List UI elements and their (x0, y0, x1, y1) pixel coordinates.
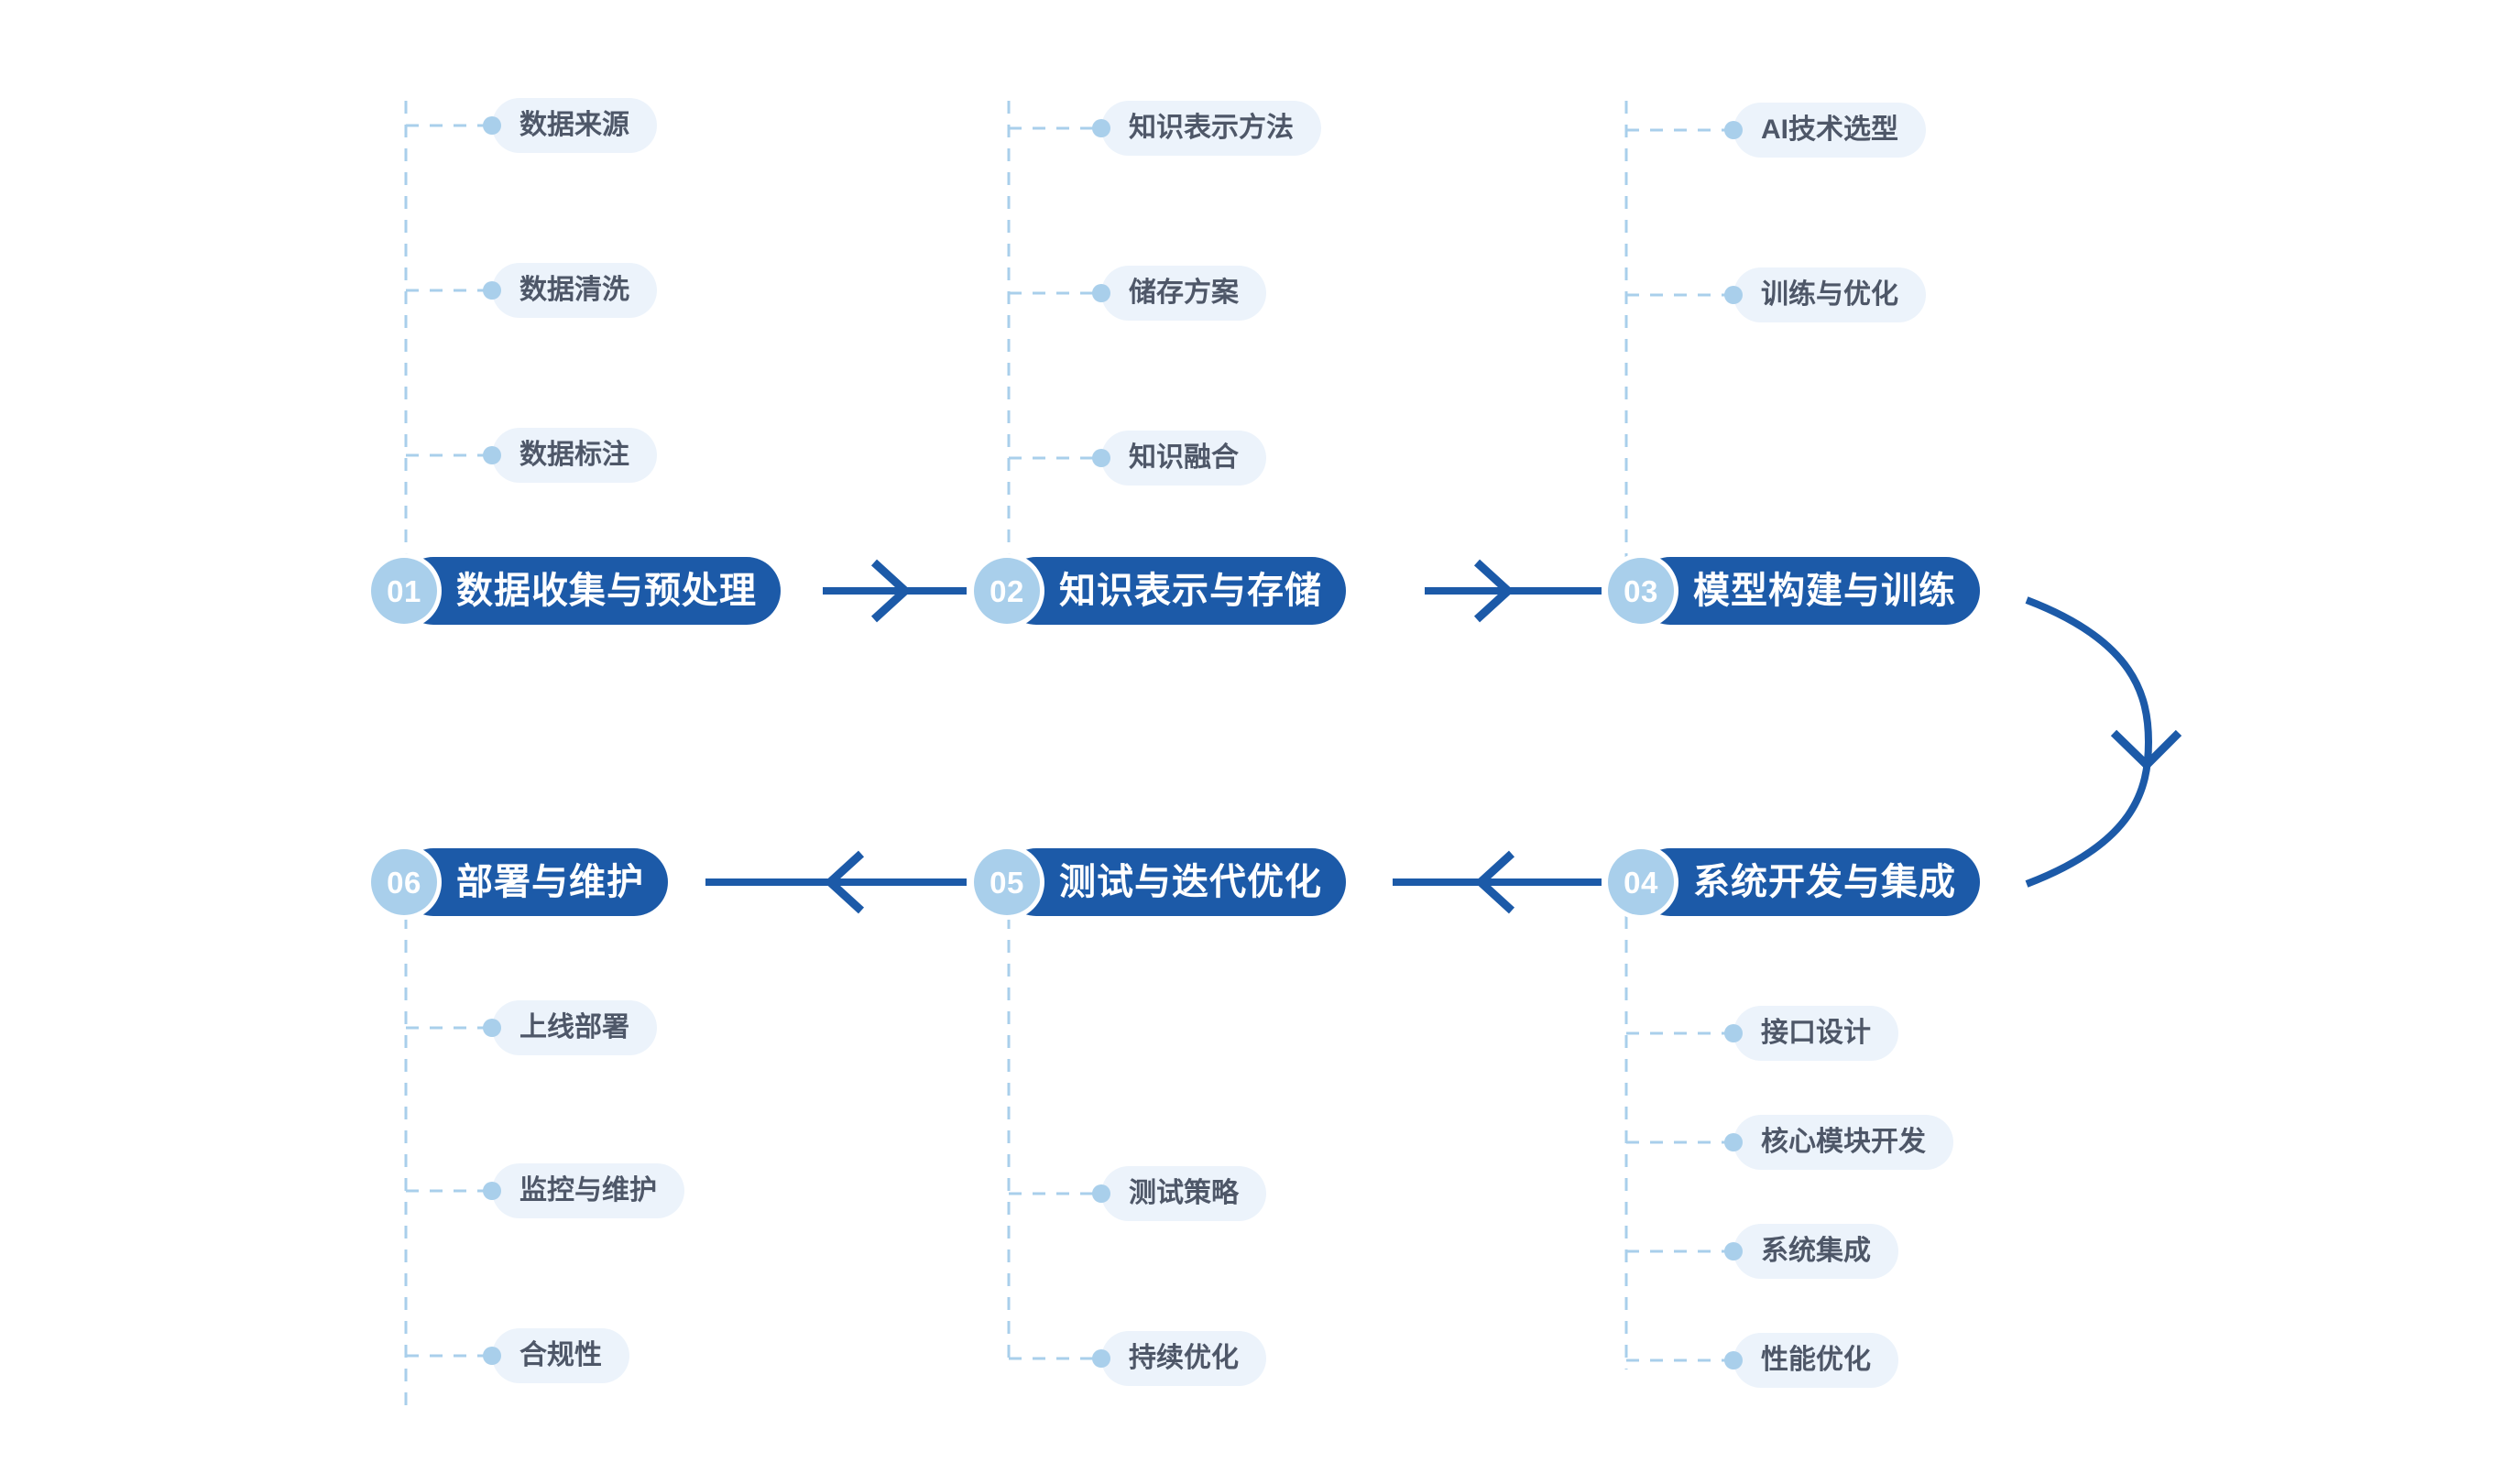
stage-label: 测试与迭代优化 (1059, 862, 1322, 902)
flow-connector-05-06 (705, 850, 967, 914)
stage-number-badge: 03 (1608, 558, 1674, 624)
sub-node-label: 测试策略 (1129, 1178, 1239, 1208)
sub-node-dot (1724, 286, 1743, 304)
sub-node-dot (1724, 1242, 1743, 1260)
sub-node-dot (483, 1019, 501, 1037)
stage-number: 06 (387, 865, 421, 900)
stage-number: 05 (990, 865, 1024, 900)
sub-node-knowledge-fusion[interactable]: 知识融合 (1101, 431, 1266, 486)
sub-node-go-live-deployment[interactable]: 上线部署 (492, 1000, 657, 1055)
sub-node-core-module-development[interactable]: 核心模块开发 (1733, 1115, 1953, 1170)
sub-node-performance-optimization[interactable]: 性能优化 (1733, 1333, 1898, 1388)
sub-node-label: 数据来源 (519, 110, 629, 140)
sub-node-label: 监控与维护 (519, 1175, 657, 1206)
sub-node-label: 数据标注 (519, 440, 629, 470)
sub-node-dot (1092, 119, 1110, 137)
sub-node-dot (483, 1182, 501, 1200)
stage-number: 03 (1624, 573, 1658, 608)
sub-node-dot (1724, 1351, 1743, 1369)
stage-pill[interactable]: 测试与迭代优化 (1002, 848, 1346, 916)
sub-node-label: 性能优化 (1761, 1345, 1871, 1375)
stage-pill[interactable]: 模型构建与训练 (1636, 557, 1980, 625)
arrowhead-04-05 (1474, 850, 1515, 914)
stage-label: 知识表示与存储 (1059, 571, 1322, 611)
arrowhead-01-02 (870, 559, 912, 623)
stage-label: 数据收集与预处理 (456, 571, 757, 611)
sub-node-label: 知识表示方法 (1129, 113, 1294, 143)
flow-connector-04-05 (1393, 850, 1602, 914)
sub-node-data-labeling[interactable]: 数据标注 (492, 428, 657, 483)
dashed-tree-col2-bottom (1007, 916, 1095, 1365)
stage-pill[interactable]: 系统开发与集成 (1636, 848, 1980, 916)
stage-number-badge: 04 (1608, 849, 1674, 915)
sub-node-label: 持续优化 (1129, 1343, 1239, 1373)
sub-node-dot (483, 281, 501, 300)
stage-pill[interactable]: 数据收集与预处理 (399, 557, 781, 625)
sub-node-label: 训练与优化 (1761, 279, 1898, 310)
sub-node-continuous-optimization[interactable]: 持续优化 (1101, 1331, 1266, 1386)
stage-number-badge: 01 (371, 558, 437, 624)
dashed-tree-col3-top (1624, 101, 1727, 568)
stage-number: 04 (1624, 865, 1658, 900)
sub-node-label: 核心模块开发 (1761, 1127, 1926, 1157)
stage-pill[interactable]: 部署与维护 (399, 848, 668, 916)
sub-node-label: 上线部署 (519, 1012, 629, 1042)
stage-number: 01 (387, 573, 421, 608)
flow-connector-03-04 (2025, 596, 2182, 888)
stage-number-badge: 02 (974, 558, 1040, 624)
arrowhead-02-03 (1473, 559, 1514, 623)
sub-node-test-strategy[interactable]: 测试策略 (1101, 1166, 1266, 1221)
sub-node-data-source[interactable]: 数据来源 (492, 98, 657, 153)
flow-connector-01-02 (823, 559, 967, 623)
sub-node-dot (1092, 449, 1110, 467)
sub-node-training-optimization[interactable]: 训练与优化 (1733, 267, 1926, 322)
sub-node-label: 合规性 (519, 1340, 602, 1370)
sub-node-knowledge-representation[interactable]: 知识表示方法 (1101, 101, 1321, 156)
sub-node-label: 数据清洗 (519, 275, 629, 305)
curve-03-04 (2025, 596, 2153, 888)
arrowhead-03-04 (2110, 729, 2182, 771)
sub-node-data-cleaning[interactable]: 数据清洗 (492, 263, 657, 318)
sub-node-dot (483, 1347, 501, 1365)
sub-node-system-integration[interactable]: 系统集成 (1733, 1224, 1898, 1279)
sub-node-label: 知识融合 (1129, 442, 1239, 473)
sub-node-ai-tech-selection[interactable]: AI技术选型 (1733, 103, 1926, 158)
sub-node-label: AI技术选型 (1761, 115, 1898, 145)
sub-node-dot (1724, 1024, 1743, 1042)
stage-pill[interactable]: 知识表示与存储 (1002, 557, 1346, 625)
sub-node-monitoring-maintenance[interactable]: 监控与维护 (492, 1163, 684, 1218)
sub-node-label: 系统集成 (1761, 1236, 1871, 1266)
dashed-tree-col2-top (1007, 101, 1095, 568)
sub-node-dot (1092, 284, 1110, 302)
sub-node-dot (1724, 121, 1743, 139)
stage-number: 02 (990, 573, 1024, 608)
sub-node-interface-design[interactable]: 接口设计 (1733, 1006, 1898, 1061)
stage-number-badge: 05 (974, 849, 1040, 915)
sub-node-label: 接口设计 (1761, 1018, 1871, 1048)
dashed-tree-col1-bottom (404, 916, 486, 1411)
sub-node-dot (1092, 1184, 1110, 1203)
stage-label: 部署与维护 (456, 862, 644, 902)
sub-node-label: 储存方案 (1129, 278, 1239, 308)
dashed-tree-col1-top (404, 101, 486, 568)
sub-node-storage-plan[interactable]: 储存方案 (1101, 266, 1266, 321)
stage-label: 系统开发与集成 (1693, 862, 1956, 902)
dashed-tree-col3-bottom (1624, 916, 1727, 1369)
sub-node-dot (483, 116, 501, 135)
sub-node-compliance[interactable]: 合规性 (492, 1328, 629, 1383)
sub-node-dot (1092, 1349, 1110, 1368)
sub-node-dot (483, 446, 501, 464)
flow-connector-02-03 (1425, 559, 1602, 623)
sub-node-dot (1724, 1133, 1743, 1151)
stage-label: 模型构建与训练 (1693, 571, 1956, 611)
stage-number-badge: 06 (371, 849, 437, 915)
arrowhead-05-06 (824, 850, 865, 914)
